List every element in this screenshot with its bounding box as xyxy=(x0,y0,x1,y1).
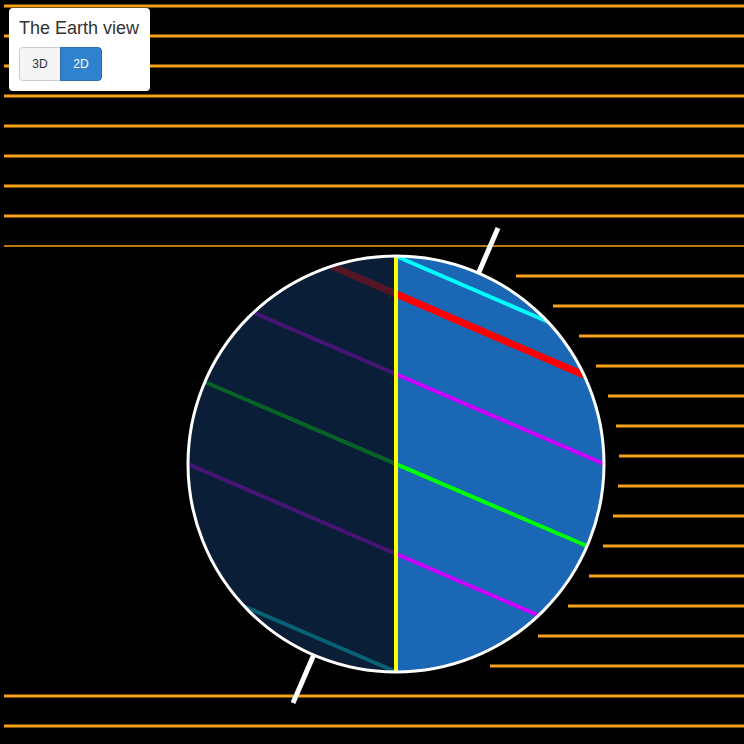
sun-rays xyxy=(4,6,744,726)
earth-globe xyxy=(188,256,604,672)
button-label: 2D xyxy=(73,57,88,71)
button-label: 3D xyxy=(32,57,47,71)
view-panel: The Earth view 3D 2D xyxy=(9,8,150,91)
toggle-button-active: 2D xyxy=(60,47,102,81)
panel-title: The Earth view xyxy=(19,17,139,39)
toggle-button: 3D xyxy=(19,47,61,81)
earth-outline xyxy=(188,256,604,672)
